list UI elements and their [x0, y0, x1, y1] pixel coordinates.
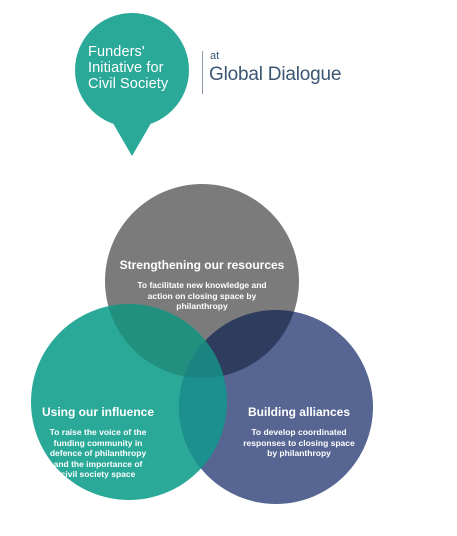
logo-text: Funders' Initiative for Civil Society — [88, 44, 168, 92]
venn-desc-left: To raise the voice of the funding commun… — [30, 427, 166, 480]
logo-divider — [202, 51, 203, 94]
venn-label-right: Building alliances To develop coordinate… — [226, 405, 372, 459]
logo-line-2: Initiative for — [88, 60, 164, 76]
venn-desc-right-line-2: responses to closing space — [243, 437, 355, 448]
venn-desc-left-line-5: civil society space — [60, 469, 136, 479]
logo: Funders' Initiative for Civil Society at… — [0, 0, 457, 170]
speech-bubble-icon — [75, 13, 189, 156]
venn-desc-left-line-2: funding community in — [53, 437, 143, 448]
venn-desc-right: To develop coordinated responses to clos… — [226, 427, 372, 459]
venn-title-top: Strengthening our resources — [119, 258, 285, 272]
venn-desc-right-line-1: To develop coordinated — [251, 427, 347, 437]
venn-desc-top-line-3: philanthropy — [176, 301, 228, 311]
venn-title-left: Using our influence — [41, 405, 154, 419]
venn-desc-left-line-3: defence of philanthropy — [49, 448, 147, 458]
venn-desc-right-line-3: by philanthropy — [267, 448, 331, 458]
venn-overlap-top-left — [105, 304, 227, 378]
venn-desc-left-line-4: and the importance of — [53, 458, 143, 469]
venn-diagram — [31, 184, 373, 504]
logo-at: at — [210, 50, 220, 62]
organization-name: Global Dialogue — [209, 64, 342, 85]
venn-label-left: Using our influence To raise the voice o… — [30, 405, 166, 480]
logo-line-1: Funders' — [88, 44, 145, 60]
venn-desc-left-line-1: To raise the voice of the — [49, 427, 147, 437]
venn-label-top: Strengthening our resources To facilitat… — [104, 258, 300, 312]
logo-line-3: Civil Society — [88, 76, 169, 92]
venn-desc-top-line-2: action on closing space by — [147, 290, 257, 301]
venn-title-right: Building alliances — [247, 405, 351, 419]
venn-overlap-top-right — [179, 310, 299, 378]
venn-desc-top: To facilitate new knowledge and action o… — [104, 280, 300, 312]
venn-desc-top-line-1: To facilitate new knowledge and — [137, 280, 267, 290]
